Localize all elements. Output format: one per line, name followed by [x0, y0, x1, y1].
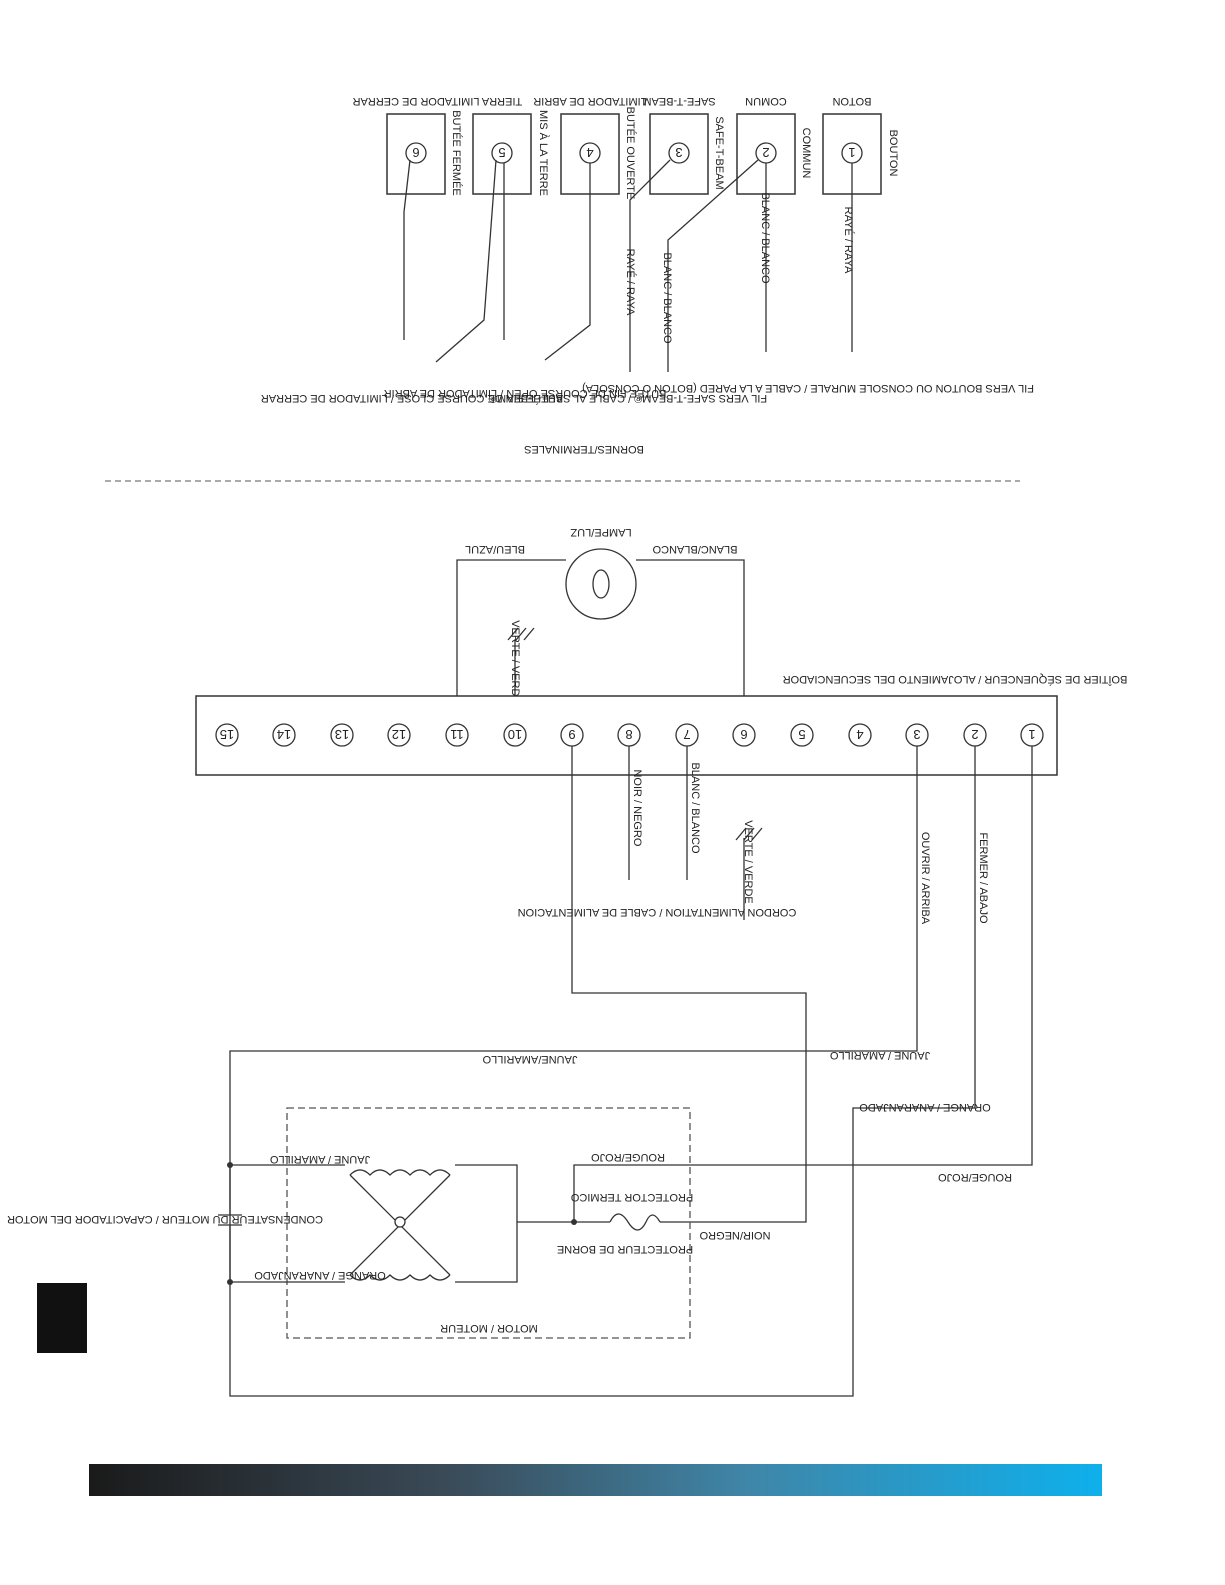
terminal-2: 2 COMUN COMMUN — [736, 95, 812, 195]
strip-terminal-10: 10 — [508, 727, 522, 742]
ground-top-label: VERTE / VERDE — [509, 620, 521, 704]
wire-label-rouge-inner: ROUGE/ROJO — [591, 1151, 665, 1163]
terminal-6-side-label: BUTÉE FERMÉE — [450, 110, 463, 196]
strip-terminal-13: 13 — [335, 727, 349, 742]
terminal-wires — [403, 159, 853, 372]
terminal-4-side-label: BUTÉE OUVERTE — [624, 107, 637, 200]
wire-label-raye-1: RAYÉ / RAYA — [842, 207, 855, 274]
terminal-strip-posts: 1 2 3 4 5 6 7 8 9 10 11 12 13 1 — [215, 723, 1044, 747]
strip-terminal-1: 1 — [1028, 727, 1035, 742]
terminal-6: 6 LIMITADOR DE CERRAR BUTÉE FERMÉE — [352, 95, 479, 196]
capacitor-label: CONDENSATEUR DU MOTEUR / CAPACITADOR DEL… — [7, 1213, 323, 1225]
cable-label-wall-button: FIL VERS BOUTON OU CONSOLE MURALE / CABL… — [582, 382, 1034, 394]
capacitor: CONDENSATEUR DU MOTEUR / CAPACITADOR DEL… — [7, 1162, 323, 1285]
lamp-wire-left-label: BLEU/AZUL — [465, 543, 525, 555]
terminal-1: 1 BOTON BOUTON — [822, 95, 899, 195]
terminal-6-number: 6 — [412, 145, 419, 160]
wire-label-blanc: BLANC / BLANCO — [689, 762, 701, 854]
terminal-3: 3 SAFE-T-BEAM SAFE-T-BEAM — [642, 95, 725, 195]
terminal-3-side-label: SAFE-T-BEAM — [713, 116, 725, 189]
terminals-caption: BORNES/TERMINALES — [524, 443, 644, 455]
terminal-4: 4 LIMITADOR DE ABRIR BUTÉE OUVERTE — [533, 95, 647, 199]
lamp: LAMPE/LUZ BLEU/AZUL BLANC/BLANCO — [465, 526, 737, 620]
wire-label-noir-negro: NOIR/NEGRO — [699, 1229, 770, 1241]
strip-terminal-15: 15 — [220, 727, 234, 742]
cable-label-safe-t-beam: FIL VERS SAFE-T-BEAM® / CABLE AL SAFE-T-… — [489, 392, 767, 404]
borne-protector-label: PROTECTEUR DE BORNE — [557, 1243, 693, 1255]
terminal-3-label: SAFE-T-BEAM — [642, 95, 715, 107]
winding-label-orange: ORANGE / ANARANJADO — [254, 1269, 386, 1281]
wire-label-fermer: FERMER / ABAJO — [977, 832, 989, 924]
ground-mid-label: VERTE / VERDE — [742, 820, 754, 904]
terminal-1-label: BOTON — [832, 95, 871, 107]
terminal-2-label: COMUN — [745, 95, 787, 107]
sequencer-label: BOÎTIER DE SÉQUENCEUR / ALOJAMIENTO DEL … — [783, 673, 1128, 686]
winding-label-jaune: JAUNE / AMARILLO — [269, 1153, 370, 1165]
strip-terminal-9: 9 — [568, 727, 575, 742]
ground-symbol-top: VERTE / VERDE — [507, 620, 535, 724]
wire-label-rouge-right: ROUGE/ROJO — [938, 1171, 1012, 1183]
terminal-4-label: LIMITADOR DE ABRIR — [533, 95, 647, 107]
wire-label-raye-3: RAYÉ / RAYA — [624, 249, 637, 316]
strip-terminal-7: 7 — [683, 727, 690, 742]
wire-label-noir: NOIR / NEGRO — [631, 769, 643, 846]
motor-housing — [286, 1107, 691, 1339]
cable-label-open-limit: BUTÉE FIN DE COURSE OPEN / LIMITADOR DE … — [384, 387, 667, 400]
terminal-6-label: LIMITADOR DE CERRAR — [352, 95, 479, 107]
motor-windings: JAUNE / AMARILLO ORANGE / ANARANJADO — [230, 1153, 610, 1283]
wire-label-jaune-top: JAUNE / AMARILLO — [829, 1049, 930, 1061]
wire-label-ouvrir: OUVRIR / ARRIBA — [919, 832, 931, 925]
strip-terminal-5: 5 — [798, 727, 805, 742]
footer-gradient-bar — [89, 1464, 1102, 1496]
lamp-label: LAMPE/LUZ — [570, 526, 631, 538]
strip-terminal-12: 12 — [392, 727, 406, 742]
wire-label-jaune-amarillo: JAUNE/AMARILLO — [482, 1053, 577, 1065]
terminal-2-side-label: COMMUN — [800, 128, 812, 179]
strip-terminal-4: 4 — [856, 727, 863, 742]
strip-terminal-2: 2 — [971, 727, 978, 742]
ground-symbol-mid: VERTE / VERDE — [735, 820, 763, 920]
lamp-wire-right-label: BLANC/BLANCO — [652, 543, 737, 555]
power-cord-label: CORDON ALIMENTATION / CABLE DE ALIMENTAC… — [518, 906, 797, 918]
strip-terminal-8: 8 — [625, 727, 632, 742]
cable-label-close-limit: BUTÉE FIN DE COURSE CLOSE / LIMITADOR DE… — [261, 392, 563, 405]
strip-terminal-6: 6 — [740, 727, 747, 742]
wire-label-orange-top: ORANGE / ANARANJADO — [859, 1101, 991, 1113]
side-tab-marker — [37, 1283, 87, 1353]
terminal-5-number: 5 — [498, 145, 505, 160]
strip-terminal-11: 11 — [450, 727, 464, 742]
strip-terminal-3: 3 — [913, 727, 920, 742]
terminal-blocks-section: 1 BOTON BOUTON 2 COMUN COMMUN 3 SAFE-T-B… — [261, 95, 1034, 455]
terminal-5: 5 TIERRA MIS À LA TERRE — [472, 95, 550, 196]
terminal-3-number: 3 — [675, 145, 682, 160]
terminal-1-side-label: BOUTON — [887, 130, 899, 177]
terminal-5-label: TIERRA — [481, 95, 522, 107]
wire-label-blanc-2: BLANC / BLANCO — [759, 192, 771, 284]
terminal-5-side-label: MIS À LA TERRE — [537, 110, 550, 196]
terminal-1-number: 1 — [848, 145, 855, 160]
terminal-2-number: 2 — [762, 145, 769, 160]
wire-label-blanc-3: BLANC / BLANCO — [661, 252, 673, 344]
terminal-4-number: 4 — [586, 145, 593, 160]
thermal-protector-label: PROTECTOR TERMICO — [570, 1191, 693, 1203]
strip-terminal-14: 14 — [277, 727, 291, 742]
thermal-protector: PROTECTOR TERMICO PROTECTEUR DE BORNE NO… — [557, 1151, 771, 1255]
motor-wiring-section: LAMPE/LUZ BLEU/AZUL BLANC/BLANCO VERTE /… — [7, 526, 1128, 1397]
motor-label: MOTOR / MOTEUR — [440, 1322, 538, 1334]
